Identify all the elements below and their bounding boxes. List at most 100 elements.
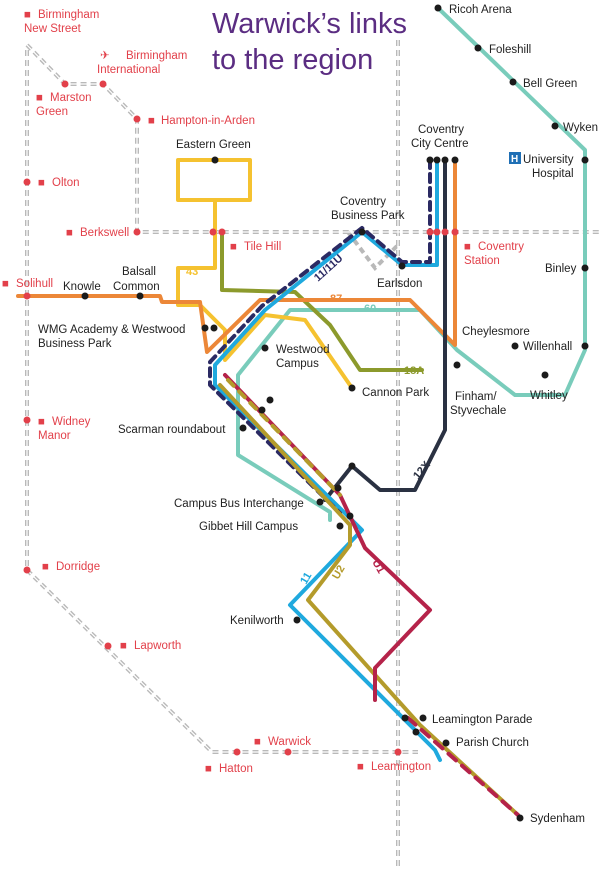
route-87-label: 87 (330, 293, 342, 305)
train-icon: ■ (2, 278, 9, 290)
station-label-marston-green-2: Green (36, 106, 68, 118)
stop-label-sydenham: Sydenham (530, 813, 585, 825)
stop-dot-earlsdon (398, 262, 406, 270)
stop-dot-foleshill (474, 44, 482, 52)
stop-label-coventry-business-park-1: Coventry (340, 196, 386, 208)
stop-label-bell-green: Bell Green (523, 78, 577, 90)
stop-label-cheylesmore: Cheylesmore (462, 326, 530, 338)
station-dot-olton (23, 178, 31, 186)
stop-dot-parish-church-1 (412, 728, 420, 736)
stop-label-kenilworth: Kenilworth (230, 615, 284, 627)
station-dot-hampton (133, 115, 141, 123)
route-60-label: 60 (364, 303, 376, 315)
train-icon: ■ (254, 736, 261, 748)
train-icon: ■ (42, 561, 49, 573)
station-dot-solihull (23, 292, 31, 300)
stop-label-balsall-common-1: Balsall (122, 266, 156, 278)
route-43-line (176, 158, 354, 390)
stop-label-finham-2: Styvechale (450, 405, 506, 417)
train-icon: ■ (148, 115, 155, 127)
station-label-widney-manor-2: Manor (38, 430, 71, 442)
stop-label-knowle: Knowle (63, 281, 101, 293)
stop-label-earlsdon: Earlsdon (377, 278, 422, 290)
station-dot-warwick-2 (284, 748, 292, 756)
stop-label-finham-1: Finham/ (455, 391, 497, 403)
stop-dot-parish-church-2 (442, 739, 450, 747)
stop-label-eastern-green: Eastern Green (176, 139, 251, 151)
route-18a-label: 18A (404, 365, 424, 377)
stop-dot-leamington-parade-2 (419, 714, 427, 722)
stop-dot-interchange-1 (316, 498, 324, 506)
stop-dot-leamington-parade-1 (401, 714, 409, 722)
station-label-leamington: Leamington (371, 761, 431, 773)
stop-dot-kenilworth (293, 616, 301, 624)
stop-label-parish-church: Parish Church (456, 737, 529, 749)
stop-label-wyken: Wyken (563, 122, 598, 134)
stop-dot-westwood (261, 344, 269, 352)
station-dot-leamington (394, 748, 402, 756)
map-title-line1: Warwick’s links (212, 8, 407, 40)
route-18a-line (220, 230, 424, 372)
stop-dot-sydenham (516, 814, 524, 822)
rail-station-labels: ■ Birmingham New Street ✈ Birmingham Int… (2, 9, 524, 775)
rail-station-markers (23, 80, 459, 756)
station-label-birmingham-international-2: International (97, 64, 160, 76)
stop-label-leamington-parade: Leamington Parade (432, 714, 532, 726)
stop-dot-hospital (581, 156, 589, 164)
stop-label-cannon-park: Cannon Park (362, 387, 429, 399)
stop-dot-cannon-park (348, 384, 356, 392)
station-dot-coventry-3 (441, 228, 449, 236)
stop-dot-finham (453, 361, 461, 369)
station-label-hampton-in-arden: Hampton-in-Arden (161, 115, 255, 127)
stop-label-balsall-common-2: Common (113, 281, 160, 293)
stop-label-foleshill: Foleshill (489, 44, 531, 56)
stop-dot-city-centre-1 (426, 156, 434, 164)
stop-dot-city-centre-2 (433, 156, 441, 164)
stop-dot-gibbet-hill-2 (346, 512, 354, 520)
route-u1-label: U1 (369, 558, 386, 576)
station-dot-coventry-4 (451, 228, 459, 236)
stop-label-university-hospital-1: University (523, 154, 574, 166)
stop-dot-gibbet-hill-1 (336, 522, 344, 530)
train-icon: ■ (38, 177, 45, 189)
stop-label-ricoh-arena: Ricoh Arena (449, 4, 512, 16)
station-dot-widney (23, 416, 31, 424)
stop-label-westwood-campus-1: Westwood (276, 344, 329, 356)
rail-line-birmingham-warwick (25, 50, 418, 754)
stop-dot-wyken (551, 122, 559, 130)
train-icon: ■ (120, 640, 127, 652)
rail-line-earlsdon-loop (346, 230, 400, 272)
train-icon: ■ (357, 761, 364, 773)
bus-stop-markers (81, 4, 589, 822)
route-u2-line (218, 383, 520, 817)
station-dot-coventry-1 (426, 228, 434, 236)
stop-dot-knowle (81, 292, 89, 300)
station-dot-birmingham-international (99, 80, 107, 88)
stop-dot-balsall (136, 292, 144, 300)
stop-dot-business-park (358, 228, 366, 236)
stop-dot-bell-green (509, 78, 517, 86)
map-title-line2: to the region (212, 44, 374, 76)
stop-dot-scarman-3 (266, 396, 274, 404)
stop-dot-whitley (541, 371, 549, 379)
stop-label-wmg-academy-2: Business Park (38, 338, 112, 350)
station-dot-marston-green (61, 80, 69, 88)
route-11-line (213, 158, 442, 762)
route-87-line (16, 158, 457, 354)
station-label-widney-manor-1: Widney (52, 416, 91, 428)
station-dot-berkswell (133, 228, 141, 236)
station-label-lapworth: Lapworth (134, 640, 181, 652)
plane-icon: ✈ (100, 50, 110, 62)
station-label-coventry-station-2: Station (464, 255, 500, 267)
stop-dot-binley (581, 264, 589, 272)
train-icon: ■ (205, 763, 212, 775)
stop-dot-scarman-2 (258, 406, 266, 414)
station-dot-tile-hill-2 (218, 228, 226, 236)
stop-label-binley: Binley (545, 263, 577, 275)
stop-label-gibbet-hill-campus: Gibbet Hill Campus (199, 521, 298, 533)
train-icon: ■ (230, 241, 237, 253)
station-label-marston-green-1: Marston (50, 92, 92, 104)
train-icon: ■ (24, 9, 31, 21)
stop-dot-willenhall-2 (581, 342, 589, 350)
train-icon: ■ (36, 92, 43, 104)
